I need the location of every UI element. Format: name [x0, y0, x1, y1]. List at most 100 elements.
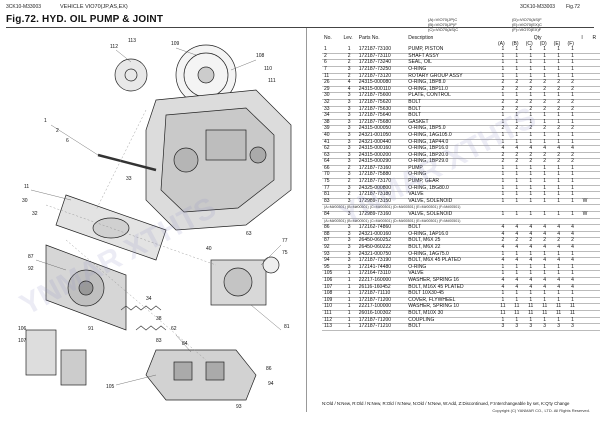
- cell-no: 30: [324, 92, 330, 99]
- cell-qty: 1: [557, 250, 560, 257]
- cell-parts-no: 172187-75680: [358, 118, 392, 125]
- cell-parts-no: 22217-160000: [358, 276, 392, 283]
- cell-qty: 1: [557, 59, 560, 66]
- cell-parts-no: 172187-73110: [358, 52, 391, 59]
- cell-qty: 1: [529, 171, 533, 178]
- header-fig-no: Fig.72: [566, 4, 580, 10]
- cell-interchange: [579, 53, 590, 60]
- cell-description: O-RING, 1BG80.0: [408, 184, 449, 191]
- cell-qty: 1: [529, 191, 533, 198]
- model-code: (D)=VIO70(AS)F: [512, 17, 542, 22]
- cell-qty: 4: [571, 230, 574, 237]
- cell-qty: 1: [571, 263, 574, 270]
- cell-parts-no: 172187-71110: [358, 290, 391, 297]
- callout-label: 105: [106, 384, 115, 390]
- cell-remark: [591, 185, 600, 192]
- cell-qty: 1: [515, 211, 519, 218]
- page-title: Fig.72. HYD. OIL PUMP & JOINT: [6, 14, 164, 25]
- cell-interchange: [579, 86, 590, 93]
- cell-interchange: [579, 172, 590, 179]
- cell-interchange: [579, 106, 590, 113]
- col-header-lev: Lev.: [343, 35, 353, 41]
- cell-interchange: [579, 132, 590, 139]
- cell-qty: 4: [557, 276, 560, 283]
- cell-no: 34: [324, 112, 330, 119]
- cell-qty: 4: [543, 145, 547, 152]
- cell-lev: 2: [347, 164, 351, 171]
- cell-parts-no: 24315-000110: [358, 85, 391, 92]
- cell-qty: 4: [543, 276, 547, 283]
- cell-qty: 1: [571, 138, 574, 145]
- cell-description: BOLT, M6X 25: [408, 237, 441, 244]
- cell-lev: 3: [347, 250, 351, 257]
- cell-qty: 1: [557, 211, 560, 218]
- cell-qty: 2: [515, 85, 519, 92]
- cell-qty: 2: [557, 79, 560, 86]
- cell-qty: 1: [529, 211, 533, 218]
- cell-lev: 2: [347, 52, 351, 59]
- cell-parts-no: 24315-000160: [358, 145, 392, 152]
- cell-interchange: [579, 231, 590, 238]
- cell-qty: 1: [529, 52, 533, 59]
- cell-qty: 4: [529, 224, 533, 231]
- cell-qty: 3: [515, 323, 519, 330]
- cell-parts-no: 172187-73250: [358, 65, 392, 72]
- cell-remark: [591, 172, 600, 179]
- cell-qty: 4: [515, 276, 519, 283]
- cell-remark: [591, 258, 600, 265]
- cell-lev: 1: [347, 46, 351, 53]
- cell-qty: 2: [557, 151, 560, 158]
- header-code-left: 3CK10-M33003: [6, 4, 42, 10]
- cell-interchange: [579, 119, 590, 126]
- cell-qty: 2: [529, 79, 533, 86]
- cell-qty: 1: [543, 138, 547, 145]
- callout-label: 11: [24, 184, 29, 190]
- cell-description: BOLT: [408, 98, 421, 105]
- cell-remark: [591, 264, 600, 271]
- model-code: (C)=VIO70(AS)C: [428, 27, 459, 32]
- cell-parts-no: 24315-000080: [358, 79, 392, 86]
- model-code: (E)=VIO70(EX)C: [512, 22, 542, 27]
- cell-qty: 1: [557, 118, 560, 125]
- cell-parts-no: 24321-000440: [358, 138, 392, 145]
- cell-lev: 3: [347, 237, 351, 244]
- cell-lev: 1: [347, 309, 351, 316]
- cell-qty: 1: [529, 270, 533, 277]
- cell-lev: 3: [347, 244, 351, 250]
- cell-description: O-RING, 1BP8.0: [408, 79, 446, 86]
- cell-qty: 2: [571, 98, 574, 105]
- cell-qty: 1: [571, 290, 574, 297]
- cell-description: O-RING, 1BP20.0: [408, 151, 449, 158]
- cell-qty: 4: [515, 230, 519, 237]
- cell-no: 29: [324, 85, 330, 92]
- cell-qty: 2: [543, 125, 547, 132]
- cell-qty: 1: [515, 112, 519, 119]
- cell-qty: 1: [557, 171, 560, 178]
- cell-qty: 4: [571, 244, 574, 250]
- cell-interchange: [579, 245, 590, 252]
- col-header-description: Description: [408, 35, 434, 41]
- cell-qty: 1: [515, 92, 519, 99]
- cell-qty: 4: [571, 276, 574, 283]
- cell-qty: 2: [529, 105, 533, 112]
- model-code: (A)=VIO70(JP)C: [428, 17, 458, 22]
- callout-label: 107: [18, 338, 27, 344]
- cell-parts-no: 172187-75620: [358, 98, 392, 105]
- cell-qty: 1: [515, 191, 519, 198]
- cell-lev: 3: [347, 98, 351, 105]
- cell-lev: 1: [347, 316, 351, 323]
- cell-parts-no: 172187-75630: [358, 105, 392, 112]
- callout-label: 38: [156, 316, 162, 322]
- cell-qty: 1: [557, 72, 560, 79]
- callout-label: 106: [18, 326, 27, 332]
- cell-remark: [591, 297, 600, 304]
- cell-qty: 1: [501, 131, 505, 138]
- cell-qty: 1: [515, 138, 519, 145]
